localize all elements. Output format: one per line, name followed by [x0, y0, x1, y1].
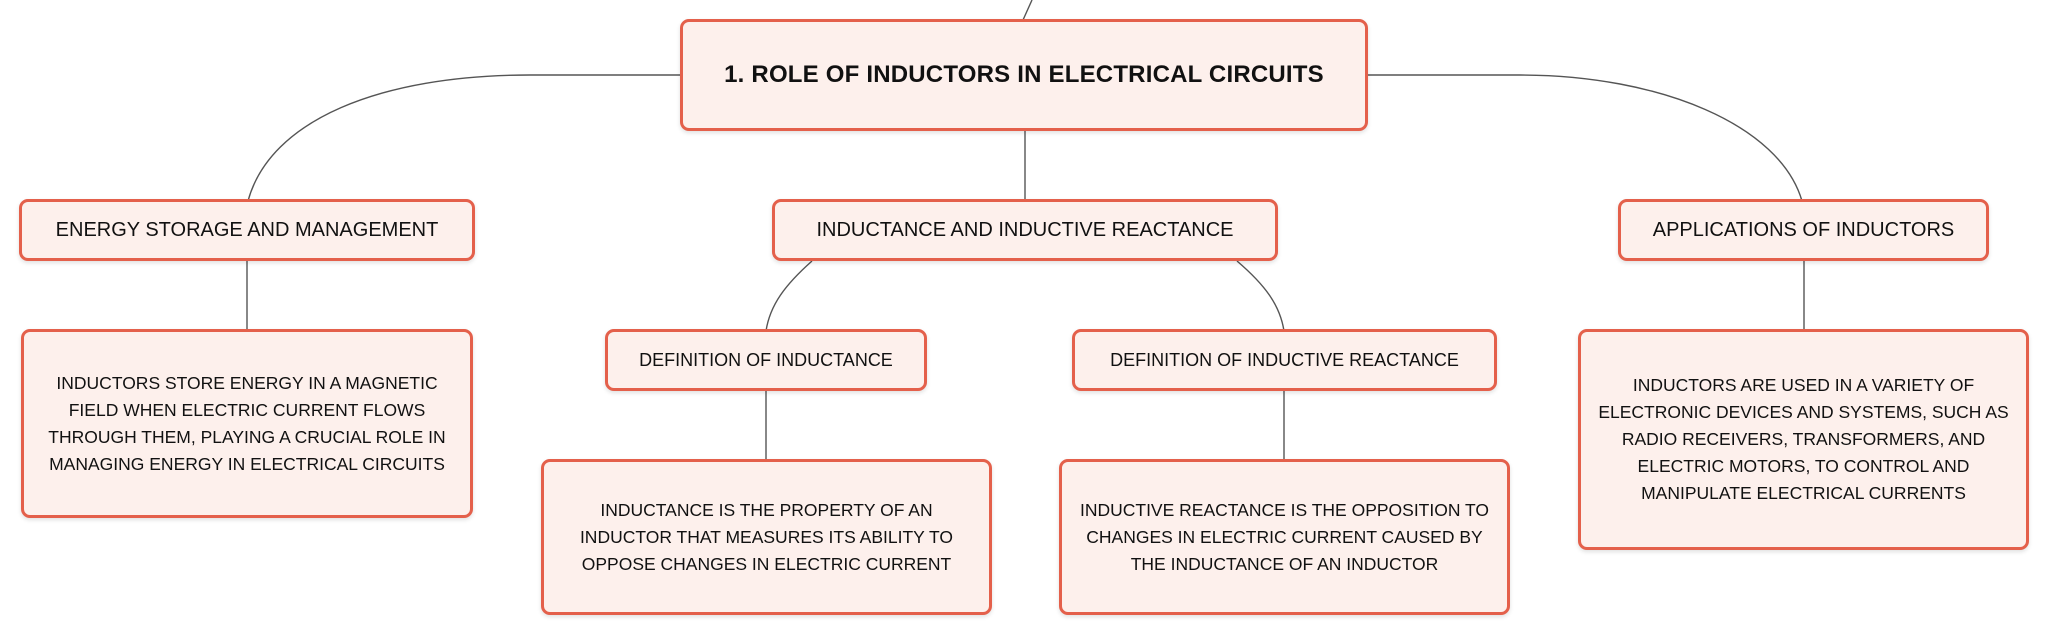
- connector-root-energy: [247, 74, 680, 202]
- applications-detail-node[interactable]: INDUCTORS ARE USED IN A VARIETY OF ELECT…: [1578, 329, 2029, 550]
- definition-inductance-detail-text: INDUCTANCE IS THE PROPERTY OF AN INDUCTO…: [579, 499, 954, 574]
- connector-root-applications: [1367, 74, 1803, 202]
- definition-inductance-label: DEFINITION OF INDUCTANCE: [639, 349, 893, 370]
- definition-reactance-node[interactable]: DEFINITION OF INDUCTIVE REACTANCE: [1072, 329, 1497, 391]
- definition-reactance-detail-text: INDUCTIVE REACTANCE IS THE OPPOSITION TO…: [1079, 499, 1490, 574]
- root-topic-label: 1. ROLE OF INDUCTORS IN ELECTRICAL CIRCU…: [724, 61, 1324, 88]
- energy-storage-label: ENERGY STORAGE AND MANAGEMENT: [55, 218, 439, 241]
- energy-storage-detail-text: INDUCTORS STORE ENERGY IN A MAGNETIC FIE…: [48, 372, 446, 474]
- energy-storage-node[interactable]: ENERGY STORAGE AND MANAGEMENT: [19, 199, 475, 261]
- definition-reactance-detail-node[interactable]: INDUCTIVE REACTANCE IS THE OPPOSITION TO…: [1059, 459, 1510, 615]
- root-topic-node[interactable]: 1. ROLE OF INDUCTORS IN ELECTRICAL CIRCU…: [680, 19, 1368, 131]
- connector-inductance-definition: [765, 260, 813, 332]
- connector-inductance-reactance: [1236, 260, 1285, 332]
- connector-parent-root: [1022, 0, 1033, 21]
- inductance-reactance-label: INDUCTANCE AND INDUCTIVE REACTANCE: [816, 218, 1234, 241]
- inductance-reactance-node[interactable]: INDUCTANCE AND INDUCTIVE REACTANCE: [772, 199, 1278, 261]
- definition-inductance-detail-node[interactable]: INDUCTANCE IS THE PROPERTY OF AN INDUCTO…: [541, 459, 992, 615]
- energy-storage-detail-node[interactable]: INDUCTORS STORE ENERGY IN A MAGNETIC FIE…: [21, 329, 473, 518]
- applications-detail-text: INDUCTORS ARE USED IN A VARIETY OF ELECT…: [1598, 375, 2009, 503]
- applications-node[interactable]: APPLICATIONS OF INDUCTORS: [1618, 199, 1989, 261]
- applications-label: APPLICATIONS OF INDUCTORS: [1652, 218, 1955, 241]
- definition-reactance-label: DEFINITION OF INDUCTIVE REACTANCE: [1110, 349, 1459, 370]
- definition-inductance-node[interactable]: DEFINITION OF INDUCTANCE: [605, 329, 927, 391]
